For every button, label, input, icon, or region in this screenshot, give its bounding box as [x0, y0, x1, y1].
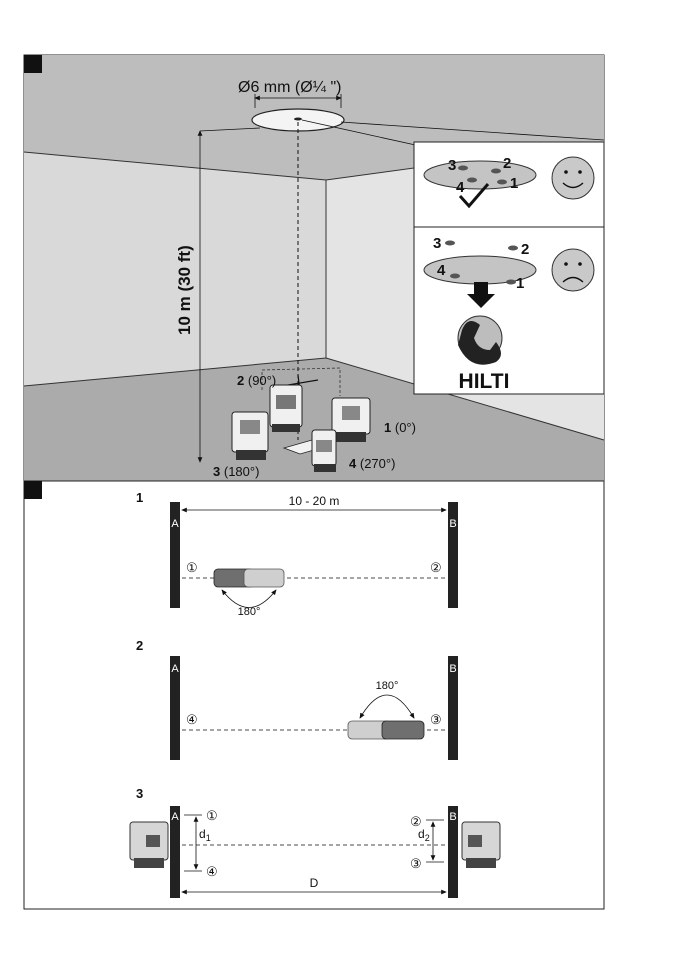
laser-device-pos-1	[332, 398, 370, 442]
position-label-3: 3 (180°)	[213, 464, 259, 479]
height-label: 10 m (30 ft)	[175, 245, 194, 335]
panel-2-marker	[24, 481, 42, 499]
step-3-mark-3: ③	[410, 856, 422, 871]
bad-dot-1: 1	[516, 275, 524, 292]
step-2-mark-3: ③	[430, 712, 442, 727]
step-2-wall-b-label: B	[449, 663, 456, 675]
step-1-mark-2: ②	[430, 560, 442, 575]
step-1-wall-a-label: A	[171, 518, 179, 530]
happy-face-icon	[552, 157, 594, 199]
hilti-logo: HILTI	[459, 370, 510, 393]
step-3-mark-4: ④	[206, 864, 218, 879]
good-dot-1: 1	[510, 175, 518, 192]
good-dot-3: 3	[448, 157, 456, 174]
step-2-mark-4: ④	[186, 712, 198, 727]
good-dot-2: 2	[503, 155, 511, 172]
laser-device-pos-3	[232, 412, 268, 460]
laser-device-1b	[244, 569, 284, 587]
good-dot-4: 4	[456, 179, 465, 196]
bad-dot-3: 3	[433, 235, 441, 252]
step-1-mark-1: ①	[186, 560, 198, 575]
step-3-number: 3	[136, 786, 143, 801]
step-1-distance: 10 - 20 m	[289, 494, 340, 508]
hole-diameter-label: Ø6 mm (Ø¼ ")	[238, 79, 341, 96]
step-1-wall-b-label: B	[449, 518, 456, 530]
step-2-wall-a-label: A	[171, 663, 179, 675]
panel-1-marker	[24, 55, 42, 73]
step-2-rotation: 180°	[376, 680, 399, 692]
step-3-wall-a-label: A	[171, 811, 179, 823]
position-label-2: 2 (90°)	[237, 373, 276, 388]
step-3-wall-b-label: B	[449, 811, 456, 823]
step-1-number: 1	[136, 490, 143, 505]
laser-device-pos-2	[270, 385, 302, 432]
position-label-1: 1 (0°)	[384, 420, 416, 435]
laser-device-2b	[382, 721, 424, 739]
position-label-4: 4 (270°)	[349, 456, 395, 471]
step-3-mark-1: ①	[206, 808, 218, 823]
step-1-rotation: 180°	[238, 606, 261, 618]
bad-dot-4: 4	[437, 262, 446, 279]
laser-device-pos-4	[312, 430, 336, 472]
bad-dot-2: 2	[521, 241, 529, 258]
panel-2-frame	[24, 481, 604, 909]
step-3-distance-label: D	[310, 876, 319, 890]
sad-face-icon	[552, 249, 594, 291]
step-2-number: 2	[136, 638, 143, 653]
